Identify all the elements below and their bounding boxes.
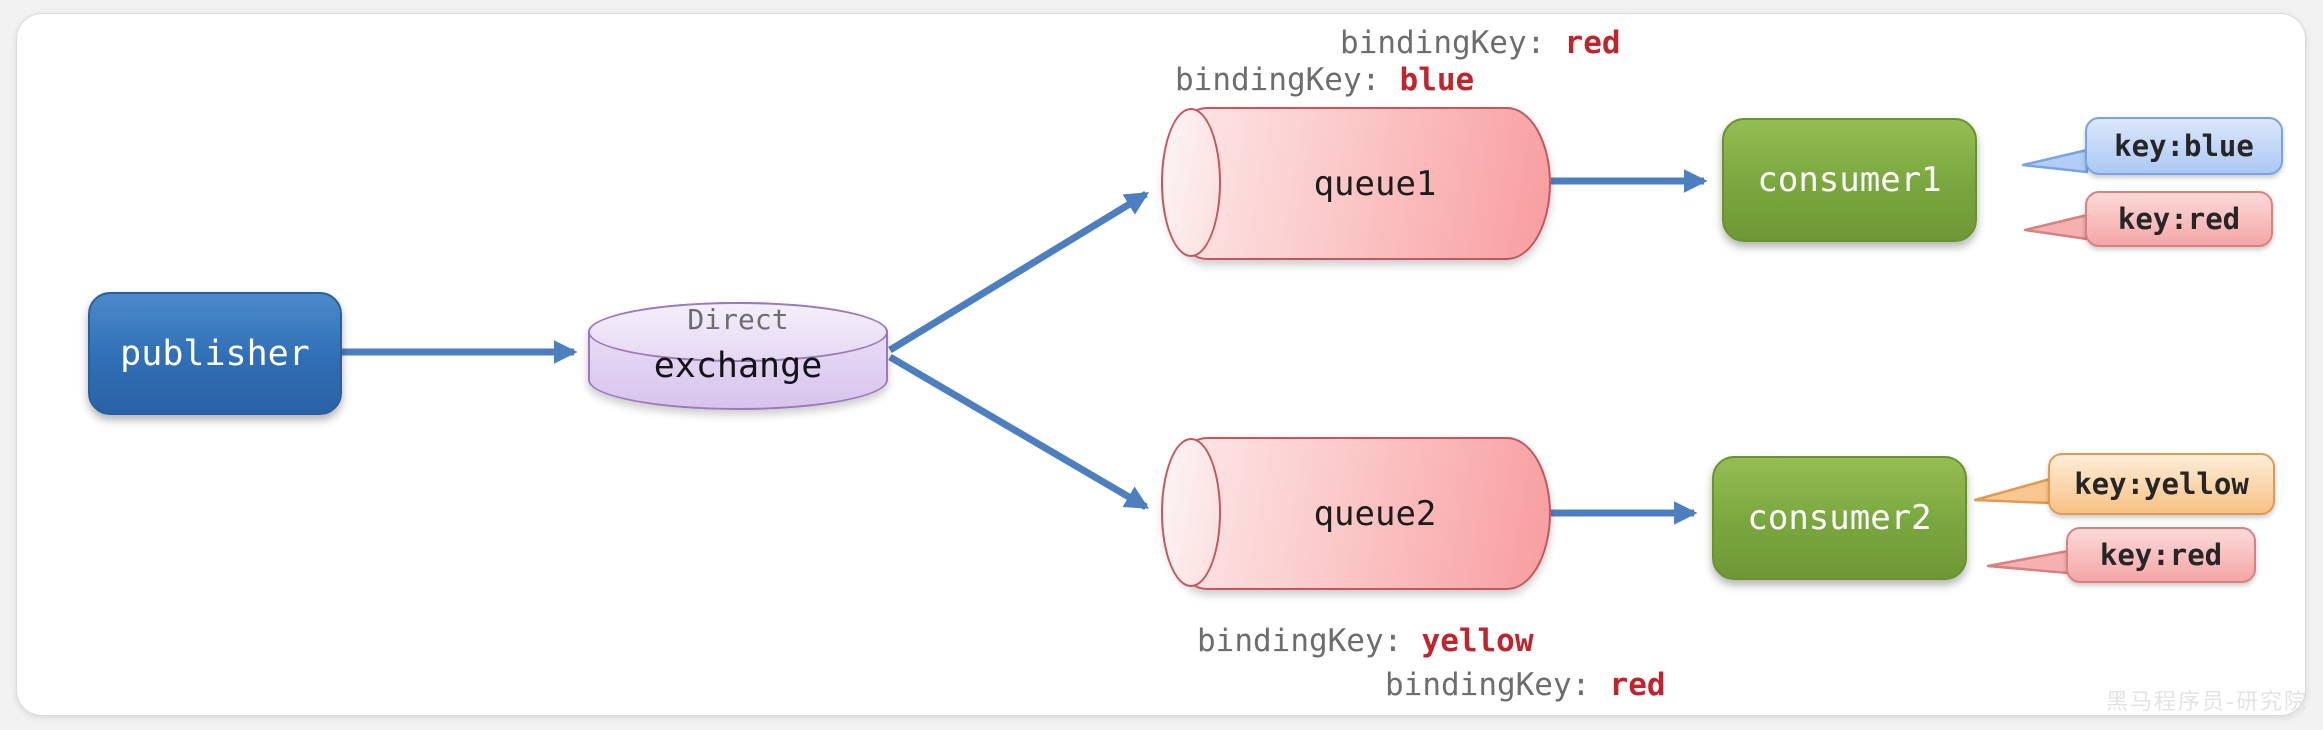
tag-bubble-key-red-2: key:red — [1986, 527, 2256, 583]
queue1-node: queue1 — [1161, 107, 1551, 260]
publisher-label: publisher — [120, 333, 310, 374]
binding-key-queue1-red: bindingKey: red — [1340, 25, 1621, 61]
tag-label-key-red-1: key:red — [2085, 191, 2273, 247]
queue1-cylinder-body — [1163, 107, 1551, 260]
tag-label-key-yellow: key:yellow — [2048, 453, 2275, 515]
bubble-tail — [1973, 477, 2052, 505]
consumer2-label: consumer2 — [1747, 498, 1932, 538]
publisher-node: publisher — [88, 292, 342, 415]
bubble-tail — [2023, 213, 2089, 241]
binding-key-queue1-blue: bindingKey: blue — [1175, 62, 1474, 98]
binding-key-value: red — [1609, 667, 1666, 703]
tag-bubble-key-yellow: key:yellow — [1973, 453, 2275, 515]
binding-key-queue2-yellow: bindingKey: yellow — [1197, 623, 1534, 659]
bubble-tail — [1986, 549, 2070, 575]
queue2-label: queue2 — [1313, 493, 1437, 534]
binding-key-value: yellow — [1421, 623, 1534, 659]
binding-key-prefix: bindingKey: — [1340, 25, 1546, 61]
binding-key-value: red — [1564, 25, 1621, 61]
watermark: 黑马程序员-研究院 — [2106, 690, 2308, 715]
exchange-cylinder-cap — [588, 302, 888, 362]
consumer2-node: consumer2 — [1712, 456, 1967, 580]
binding-key-prefix: bindingKey: — [1197, 623, 1403, 659]
binding-key-queue2-red: bindingKey: red — [1385, 667, 1666, 703]
binding-key-prefix: bindingKey: — [1175, 62, 1381, 98]
exchange-node: Direct exchange — [588, 302, 888, 410]
tag-bubble-key-blue: key:blue — [2021, 117, 2283, 175]
queue1-cylinder-cap — [1161, 108, 1221, 257]
tag-bubble-key-red-1: key:red — [2023, 191, 2273, 247]
queue1-label: queue1 — [1313, 163, 1437, 204]
binding-key-value: blue — [1399, 62, 1475, 98]
consumer1-label: consumer1 — [1757, 160, 1942, 200]
tag-label-key-red-2: key:red — [2066, 527, 2256, 583]
queue2-cylinder-cap — [1161, 438, 1221, 587]
queue2-cylinder-body — [1163, 437, 1551, 590]
consumer1-node: consumer1 — [1722, 118, 1977, 242]
binding-key-prefix: bindingKey: — [1385, 667, 1591, 703]
tag-label-key-blue: key:blue — [2085, 117, 2283, 175]
exchange-label: exchange — [653, 346, 823, 386]
bubble-tail — [2021, 148, 2089, 174]
queue2-node: queue2 — [1161, 437, 1551, 590]
exchange-type-label: Direct — [687, 303, 789, 336]
